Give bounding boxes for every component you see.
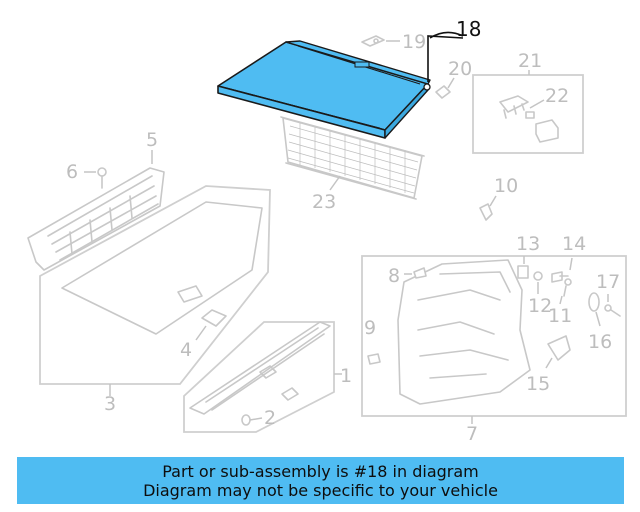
callout-11[interactable]: 11 (548, 305, 572, 327)
clip-part-20 (435, 85, 451, 99)
callout-5[interactable]: 5 (146, 129, 158, 151)
callout-6[interactable]: 6 (66, 161, 78, 183)
banner-line-1: Part or sub-assembly is #18 in diagram (162, 461, 479, 481)
callout-3[interactable]: 3 (104, 393, 116, 415)
clip-part-10 (479, 203, 493, 221)
screw-part-11 (563, 278, 572, 297)
callout-15[interactable]: 15 (526, 373, 550, 395)
callout-13[interactable]: 13 (516, 233, 540, 255)
callout-10[interactable]: 10 (494, 175, 518, 197)
clip-part-1b (281, 387, 299, 401)
cargo-cover-part-18[interactable] (217, 40, 431, 139)
clip-part-8 (413, 267, 427, 279)
callout-8[interactable]: 8 (388, 265, 400, 287)
callout-14[interactable]: 14 (562, 233, 586, 255)
callout-2[interactable]: 2 (264, 407, 276, 429)
info-banner: Part or sub-assembly is #18 in diagram D… (17, 457, 624, 504)
callout-19[interactable]: 19 (402, 31, 426, 53)
callout-23[interactable]: 23 (312, 191, 336, 213)
callout-17[interactable]: 17 (596, 271, 620, 293)
clip-part-19 (361, 35, 385, 47)
callout-18-leader (427, 35, 464, 82)
clip-part-9 (367, 353, 381, 365)
bolt-part-22 (535, 119, 559, 143)
callout-22[interactable]: 22 (545, 85, 569, 107)
callout-9[interactable]: 9 (364, 317, 376, 339)
bolt-part-6 (97, 167, 107, 189)
trim-panel-part-5 (27, 167, 165, 271)
callout-16[interactable]: 16 (588, 331, 612, 353)
grommet-part-16 (588, 292, 600, 312)
clip-part-14 (551, 271, 569, 283)
floor-board-part-3 (61, 201, 263, 335)
screw-part-12 (533, 271, 543, 281)
bolt-part-17 (604, 304, 621, 317)
clip-part-2 (241, 414, 251, 426)
callout-18-bracket (429, 31, 464, 39)
pad-part-4 (201, 309, 227, 327)
box-part-3 (39, 185, 271, 385)
callout-1[interactable]: 1 (340, 365, 352, 387)
banner-line-2: Diagram may not be specific to your vehi… (143, 480, 498, 500)
cargo-net-part-23 (280, 116, 425, 200)
callout-20[interactable]: 20 (448, 58, 472, 80)
bracket-part-13 (517, 265, 529, 279)
callout-4[interactable]: 4 (180, 339, 192, 361)
side-trim-panel-part-7 (397, 259, 531, 405)
box-part-21 (472, 74, 584, 154)
callout-18[interactable]: 18 (456, 17, 481, 41)
hook-part-21 (499, 95, 535, 119)
callout-12[interactable]: 12 (528, 295, 552, 317)
callout-7[interactable]: 7 (466, 423, 478, 445)
callout-21[interactable]: 21 (518, 50, 542, 72)
box-part-1 (183, 321, 335, 433)
box-part-7 (361, 255, 627, 417)
sill-plate-part-1 (189, 321, 331, 415)
cap-part-15 (547, 335, 571, 361)
